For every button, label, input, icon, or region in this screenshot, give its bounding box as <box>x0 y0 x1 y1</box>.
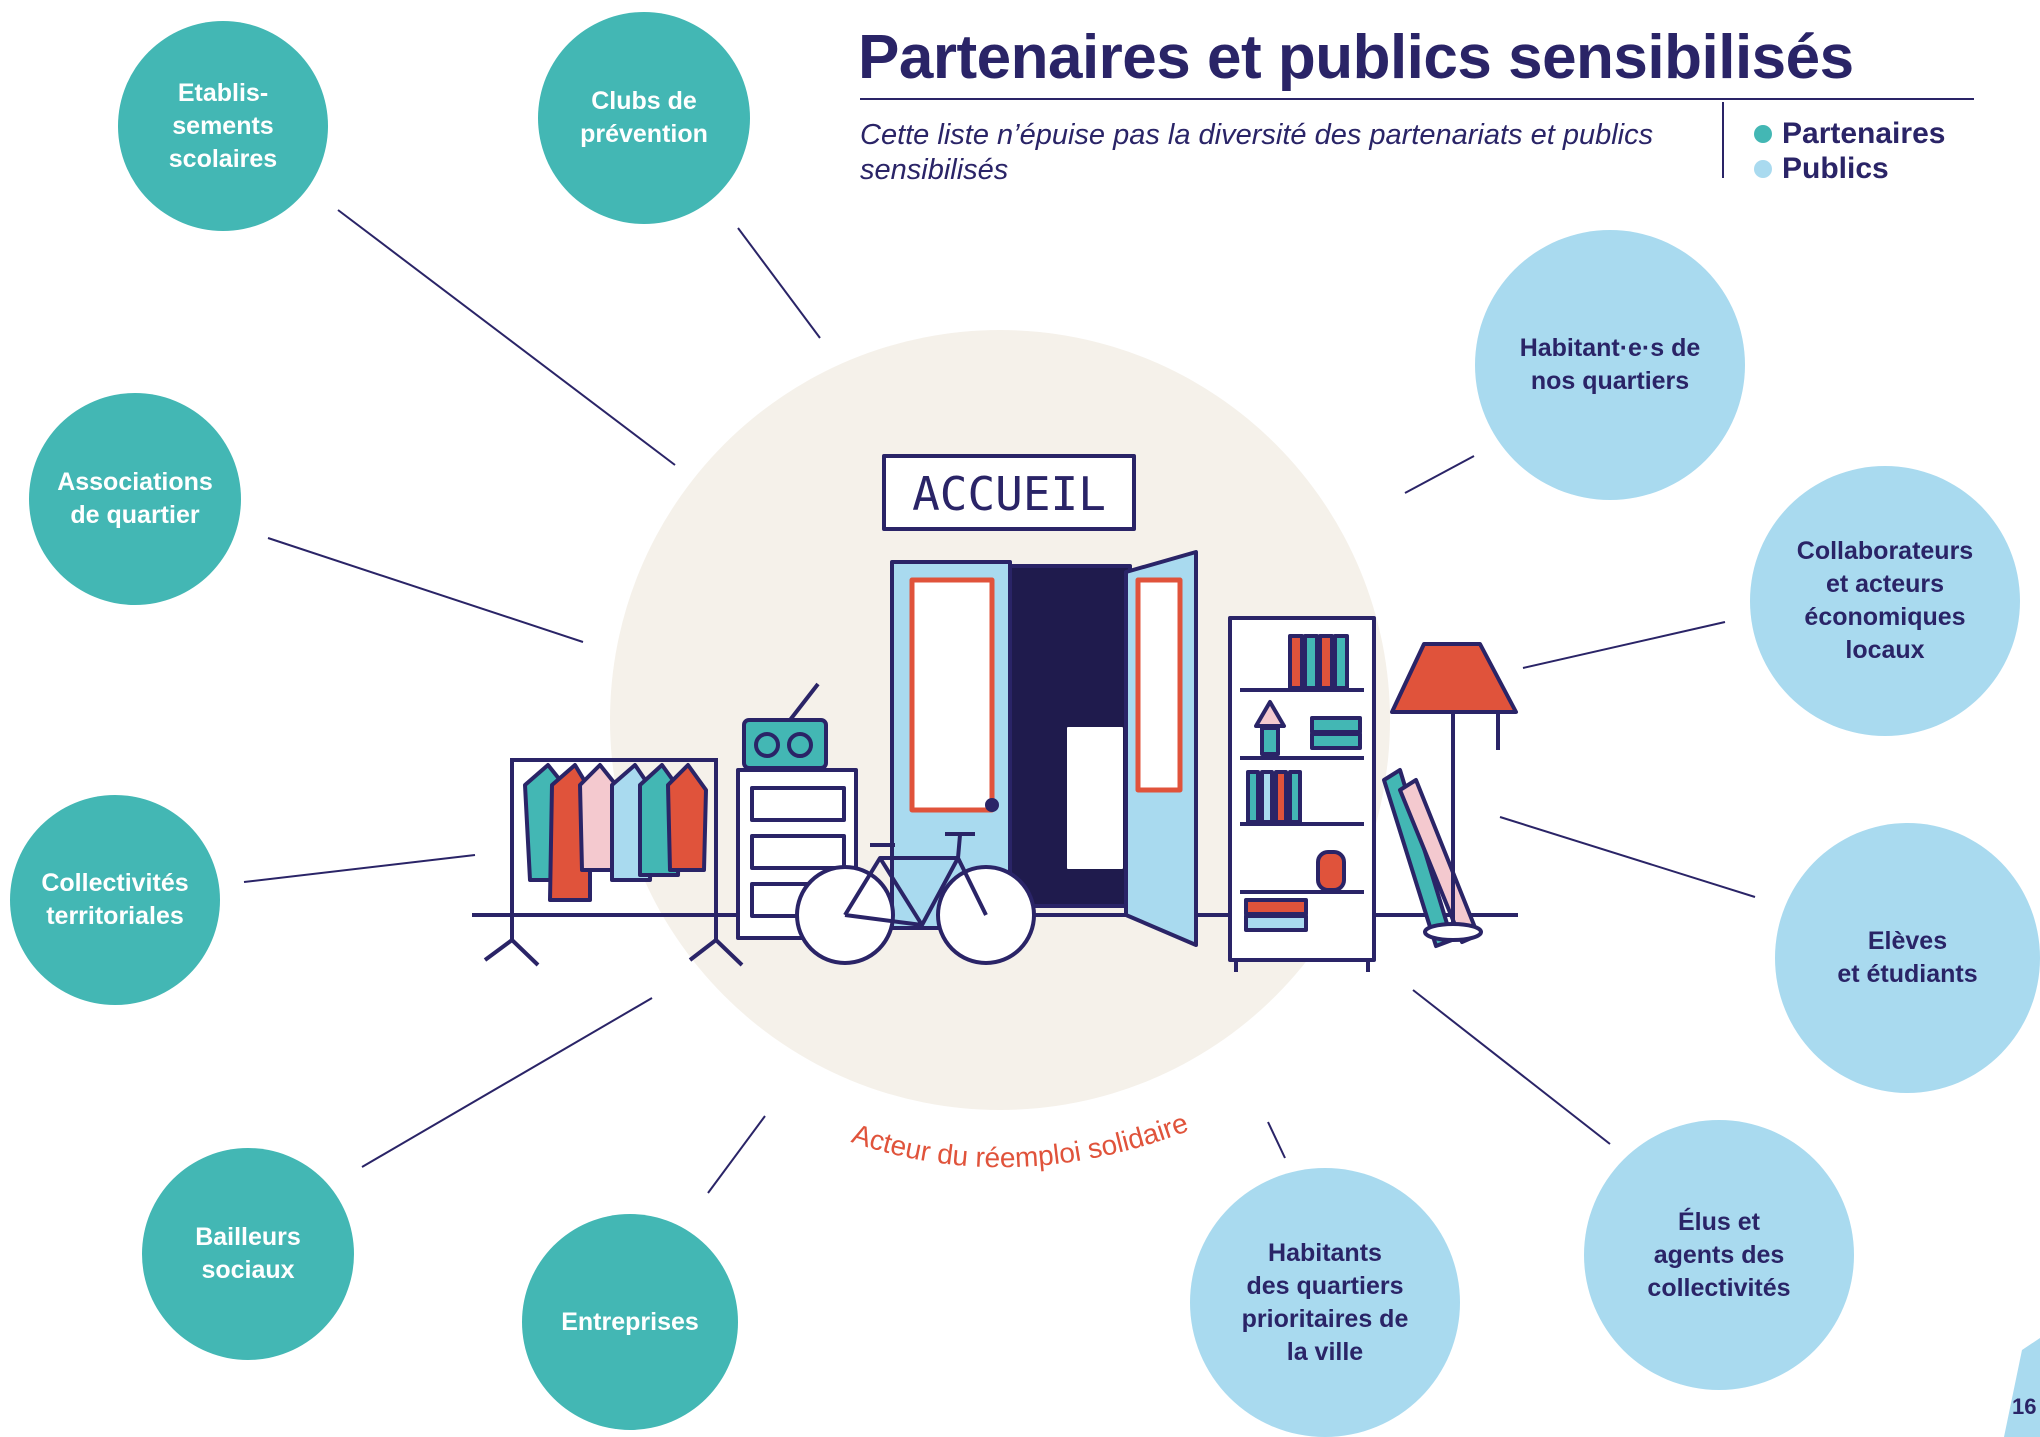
connector-lines <box>243 209 1756 1194</box>
node-label: Clubs de prévention <box>580 87 708 148</box>
node-habitant-e-s-de-nos-quartiers: Habitant·e·s de nos quartiers <box>1475 230 1745 500</box>
node-entreprises: Entreprises <box>522 1214 738 1430</box>
node-label: Collaborateurs et acteurs économiques lo… <box>1796 537 1974 664</box>
connector-line-eleves <box>1499 816 1756 898</box>
node-label: Entreprises <box>561 1307 699 1336</box>
connector-line-bailleurs <box>361 997 653 1168</box>
subtitle: Cette liste n’épuise pas la diversité de… <box>860 119 1654 186</box>
node-clubs-de-prevention: Clubs de prévention <box>538 12 750 224</box>
connector-line-clubs <box>737 227 821 339</box>
page-number: 16 <box>2012 1394 2037 1419</box>
connector-line-collectivites <box>243 854 476 883</box>
node-collectivites-territoriales: Collectivités territoriales <box>10 795 220 1005</box>
floor-lamp <box>1390 642 1518 942</box>
node-label: Habitant·e·s de nos quartiers <box>1519 334 1701 395</box>
connector-line-elus <box>1412 989 1611 1145</box>
node-label: Élus et agents des collectivités <box>1647 1207 1791 1302</box>
connector-line-habitants-qpv <box>1267 1121 1286 1159</box>
node-associations-de-quartier: Associations de quartier <box>29 393 241 605</box>
node-label: Etablis- sements scolaires <box>168 78 278 173</box>
node-bailleurs-sociaux: Bailleurs sociaux <box>142 1148 354 1360</box>
node-eleves-et-etudiants: Elèves et étudiants <box>1775 823 2040 1093</box>
node-label: Associations de quartier <box>57 468 213 529</box>
connector-line-entreprises <box>707 1115 766 1194</box>
legend-item-partenaires: Partenaires <box>1754 116 1945 151</box>
node-label: Collectivités territoriales <box>41 869 189 930</box>
clothes-rack <box>483 758 744 967</box>
legend-divider <box>1722 102 1724 178</box>
node-collaborateurs-et-acteurs: Collaborateurs et acteurs économiques lo… <box>1750 466 2020 736</box>
page-corner-shape <box>2004 1338 2040 1437</box>
legend-label-partenaires: Partenaires <box>1782 116 1946 150</box>
legend-dot-partenaires <box>1754 124 1772 143</box>
node-habitants-des-quartiers-prioritaires: Habitants des quartiers prioritaires de … <box>1190 1168 1460 1437</box>
center-illustration: ACCUEIL <box>472 454 1518 972</box>
legend-dot-publics <box>1754 159 1772 178</box>
connector-line-collaborateurs <box>1522 621 1726 669</box>
node-label: Bailleurs sociaux <box>195 1223 301 1284</box>
connector-line-associations <box>267 537 584 643</box>
legend-label-publics: Publics <box>1782 151 1889 185</box>
connector-line-etablissements <box>337 209 676 466</box>
page-title: Partenaires et publics sensibilisés <box>858 23 1854 92</box>
accueil-sign-text: ACCUEIL <box>912 467 1106 521</box>
bicycle <box>795 832 1036 965</box>
bookshelf <box>1228 616 1376 972</box>
node-elus-et-agents-des-collectivites: Élus et agents des collectivités <box>1584 1120 1854 1390</box>
connector-line-habitant-es <box>1404 455 1475 494</box>
node-label: Habitants des quartiers prioritaires de … <box>1241 1238 1409 1366</box>
node-etablissements-scolaires: Etablis- sements scolaires <box>118 21 328 231</box>
accueil-sign <box>882 454 1136 531</box>
title-underline <box>860 98 1974 100</box>
legend: Partenaires Publics <box>1754 116 1945 186</box>
node-label: Elèves et étudiants <box>1837 927 1978 988</box>
legend-item-publics: Publics <box>1754 151 1945 186</box>
